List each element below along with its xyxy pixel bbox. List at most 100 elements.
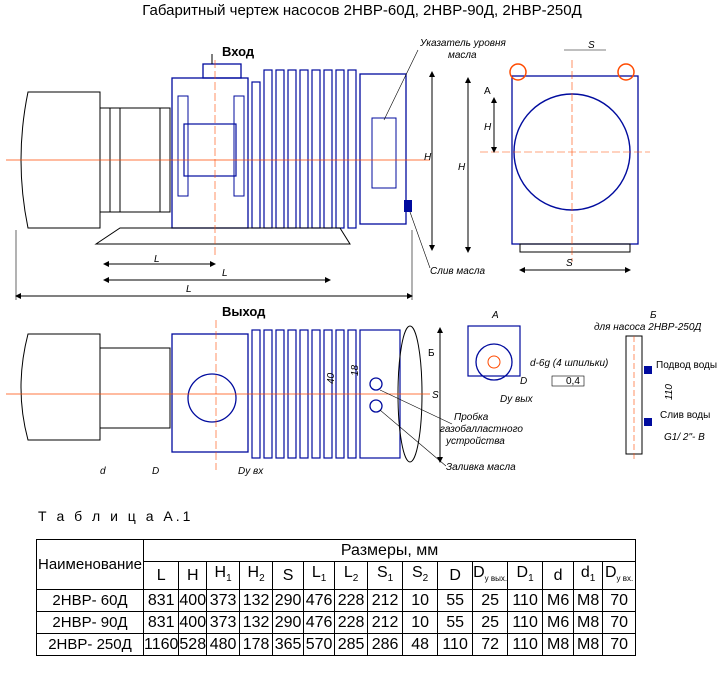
column-header: H2	[239, 560, 274, 591]
table-cell: М8	[542, 633, 575, 657]
table-cell: 290	[272, 589, 305, 613]
table-cell: 373	[206, 589, 241, 613]
table-cell: 528	[178, 633, 208, 657]
tolerance-label: 0,4	[566, 376, 580, 387]
table-cell: 48	[402, 633, 439, 657]
table-cell: 290	[272, 611, 305, 635]
table-cell: М8	[573, 589, 604, 613]
dy-out-label: Dу вых	[500, 394, 534, 405]
side-view-top: L L L H Вход Указатель уровня масла Слив…	[6, 38, 507, 300]
table-cell: 400	[178, 611, 208, 635]
column-header: L	[142, 560, 180, 591]
table-cell: 110	[507, 633, 544, 657]
table-cell: 831	[142, 589, 180, 613]
column-header: Dу вх.	[602, 560, 637, 591]
table-cell: М6	[542, 589, 575, 613]
dim-110-label: 110	[664, 384, 675, 400]
column-header: L1	[303, 560, 336, 591]
sizes-header: Размеры, мм	[142, 539, 637, 562]
thread-label: G1/ 2"- B	[664, 432, 705, 443]
page-title: Габаритный чертеж насосов 2НВР-60Д, 2НВР…	[142, 2, 582, 19]
table-cell: М8	[573, 611, 604, 635]
dim-s1-label: S	[566, 258, 573, 269]
table-cell: 178	[239, 633, 274, 657]
dim-s-label: S	[432, 390, 439, 401]
water-inlet-label: Подвод воды	[656, 360, 717, 371]
row-name: 2НВР- 250Д	[36, 633, 144, 657]
water-outlet-label: Слив воды	[660, 410, 710, 421]
table-cell: 228	[334, 611, 369, 635]
column-header: D	[437, 560, 474, 591]
dy-in-label: Dу вх	[238, 466, 264, 477]
table-cell: М8	[573, 633, 604, 657]
gas-ballast-label-2: газобалластного	[440, 423, 523, 435]
technical-drawing: L L L H Вход Указатель уровня масла Слив…	[6, 38, 717, 477]
column-header: d1	[573, 560, 604, 591]
table-cell: 365	[272, 633, 305, 657]
dim-18-label: 18	[350, 364, 361, 376]
table-cell: 212	[367, 611, 404, 635]
table-cell: 110	[507, 611, 544, 635]
gas-ballast-label-3: устройства	[445, 436, 505, 447]
table-cell: 476	[303, 611, 336, 635]
table-cell: 55	[437, 611, 474, 635]
row-name: 2НВР- 90Д	[36, 611, 144, 635]
front-view: S H H S А	[458, 40, 650, 273]
column-header: S	[272, 560, 305, 591]
plan-view: Выход S Б 40 18 d D Dу вх Пробка газобал…	[6, 304, 523, 477]
table-cell: 570	[303, 633, 336, 657]
name-header: Наименование	[36, 538, 144, 591]
column-header: H	[178, 560, 208, 591]
row-name: 2НВР- 60Д	[36, 589, 144, 613]
oil-level-label-2: масла	[448, 50, 477, 61]
table-cell: 1160	[142, 633, 180, 657]
table-cell: 110	[507, 589, 544, 613]
dim-40-label: 40	[326, 372, 337, 384]
table-cell: 286	[367, 633, 404, 657]
table-cell: 70	[602, 611, 637, 635]
column-header: Dу вых.	[472, 560, 509, 591]
dim-h1-label: H	[458, 162, 466, 173]
view-a-title: А	[491, 310, 499, 321]
view-b-arrow-label: Б	[428, 348, 435, 359]
dim-l1-label: L	[222, 268, 228, 279]
table-cell: 70	[602, 633, 637, 657]
table-cell: 212	[367, 589, 404, 613]
table-cell: 228	[334, 589, 369, 613]
dim-h2-label: H	[484, 122, 492, 133]
oil-drain-label: Слив масла	[430, 266, 485, 277]
studs-label: d-6g (4 шпильки)	[530, 358, 608, 369]
oil-fill-label: Заливка масла	[446, 462, 516, 473]
table-cell: 10	[402, 589, 439, 613]
table-cell: М6	[542, 611, 575, 635]
dim-d1-label: D	[152, 466, 159, 477]
table-cell: 132	[239, 611, 274, 635]
column-header: d	[542, 560, 575, 591]
table-cell: 110	[437, 633, 474, 657]
column-header: S2	[402, 560, 439, 591]
dim-l-label: L	[186, 284, 192, 295]
table-cell: 10	[402, 611, 439, 635]
table-cell: 132	[239, 589, 274, 613]
column-header: S1	[367, 560, 404, 591]
table-cell: 831	[142, 611, 180, 635]
view-b: Б для насоса 2НВР-250Д Подвод воды Слив …	[594, 310, 717, 460]
gas-ballast-label-1: Пробка	[454, 411, 489, 423]
view-b-note: для насоса 2НВР-250Д	[594, 322, 701, 333]
oil-level-label-1: Указатель уровня	[419, 38, 507, 49]
view-a-arrow-label: А	[484, 86, 491, 97]
table-cell: 480	[206, 633, 241, 657]
view-a: А d-6g (4 шпильки) D Dу вых 0,4	[467, 310, 608, 405]
dim-h-label: H	[424, 152, 432, 163]
table-caption: Т а б л и ц а А.1	[38, 508, 194, 524]
table-cell: 25	[472, 611, 509, 635]
table-cell: 476	[303, 589, 336, 613]
column-header: D1	[507, 560, 544, 591]
dim-l2-label: L	[154, 254, 160, 265]
